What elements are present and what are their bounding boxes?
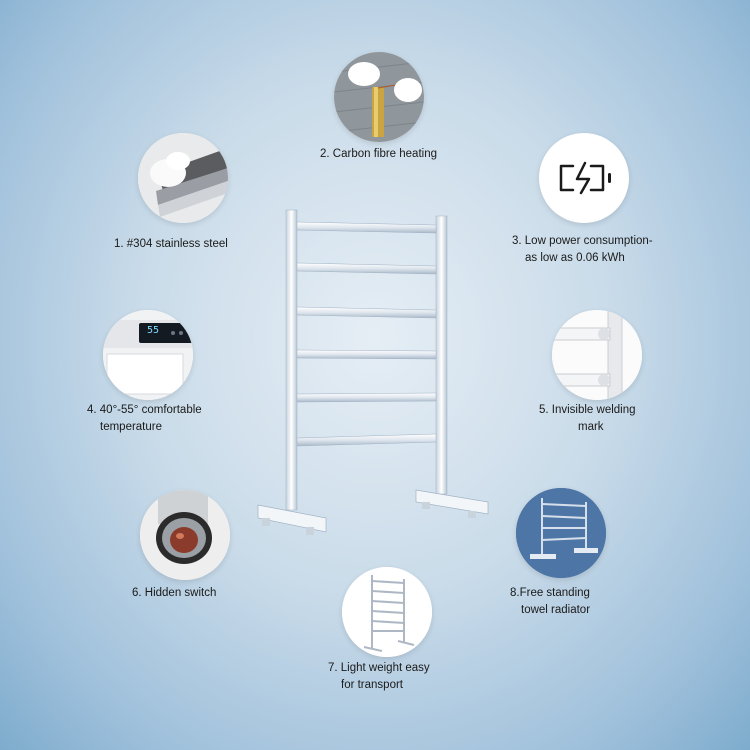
feature-2-line1: 2. Carbon fibre heating (320, 148, 437, 160)
lightweight-rack-photo (342, 567, 432, 657)
feature-4-line2: temperature (100, 421, 163, 433)
feature-6-line1: 6. Hidden switch (132, 587, 217, 599)
feature-8-label: 8.Free standing towel radiator (510, 585, 590, 619)
feature-3-line1: 3. Low power consumption- (512, 235, 653, 247)
feature-6-label: 6. Hidden switch (132, 585, 216, 602)
feature-8-line2: towel radiator (521, 604, 591, 616)
feature-2-label: 2. Carbon fibre heating (320, 146, 437, 163)
feature-5-label: 5. Invisible welding mark (539, 402, 636, 436)
stainless-steel-photo (138, 133, 228, 223)
feature-8-line1: 8.Free standing (510, 587, 590, 599)
carbon-fibre-photo (334, 52, 424, 142)
feature-7-line2: for transport (341, 679, 403, 691)
feature-7-line1: 7. Light weight easy (328, 662, 430, 674)
feature-1-line1: 1. #304 stainless steel (114, 238, 228, 250)
feature-7-label: 7. Light weight easy for transport (328, 660, 430, 694)
feature-5-line1: 5. Invisible welding (539, 404, 636, 416)
free-standing-rack-photo (516, 488, 606, 578)
temperature-readout: 55 (147, 325, 160, 336)
feature-3-line2: as low as 0.06 kWh (525, 252, 625, 264)
feature-4-line1: 4. 40°-55° comfortable (87, 404, 202, 416)
towel-rack-product (240, 200, 510, 545)
hidden-switch-photo (140, 490, 230, 580)
feature-1-label: 1. #304 stainless steel (114, 236, 228, 253)
welding-joint-photo (552, 310, 642, 400)
feature-3-label: 3. Low power consumption- as low as 0.06… (512, 233, 653, 267)
feature-4-label: 4. 40°-55° comfortable temperature (87, 402, 202, 436)
battery-charging-icon (539, 133, 629, 223)
feature-5-line2: mark (578, 421, 604, 433)
temperature-display-photo: 55 (103, 310, 193, 400)
